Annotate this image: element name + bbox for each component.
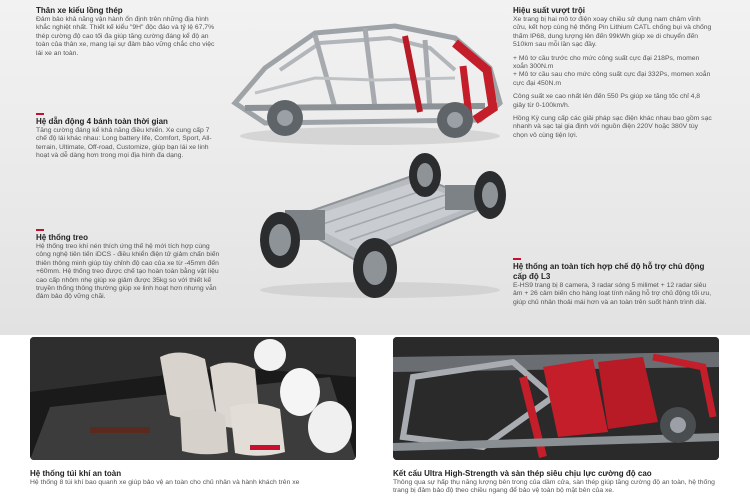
section-title: Hệ thống an toàn tích hợp chế độ hỗ trợ … [513, 262, 705, 281]
section-text: Tăng cường đáng kể khả năng điều khiển. … [36, 127, 212, 160]
body-frame-section: Thân xe kiểu lồng thép Đảm bảo khả năng … [36, 6, 222, 58]
section-text: Xe trang bị hai mô tơ điện xoay chiều sử… [513, 16, 712, 49]
accent-bar [36, 113, 44, 115]
section-title: Thân xe kiểu lồng thép [36, 6, 123, 15]
adas-section: Hệ thống an toàn tích hợp chế độ hỗ trợ … [513, 258, 713, 307]
structure-image [393, 337, 719, 460]
section-title: Hệ dẫn động 4 bánh toàn thời gian [36, 117, 168, 126]
structure-section: Kết cấu Ultra High-Strength và sàn thép … [393, 469, 723, 496]
section-title: Kết cấu Ultra High-Strength và sàn thép … [393, 469, 652, 478]
section-text: Hệ thống 8 túi khí bao quanh xe giúp bảo… [30, 479, 300, 486]
awd-section: Hệ dẫn động 4 bánh toàn thời gian Tăng c… [36, 113, 222, 161]
section-text: + Mô tơ cầu trước cho mức công suất cực … [513, 54, 700, 71]
accent-bar [36, 229, 44, 231]
section-text: E-HS9 trang bị 8 camera, 3 radar sóng 5 … [513, 282, 712, 306]
section-text: Thông qua sự hấp thụ năng lượng bên tron… [393, 479, 715, 495]
body-frame-illustration [225, 8, 510, 148]
suspension-section: Hệ thống treo Hệ thống treo khí nén thíc… [36, 229, 224, 302]
airbags-section: Hệ thống túi khí an toàn Hệ thống 8 túi … [30, 469, 360, 487]
section-title: Hệ thống túi khí an toàn [30, 469, 122, 478]
section-text: Đảm bảo khả năng vận hành ổn định trên n… [36, 16, 215, 57]
airbag-interior-image [30, 337, 356, 460]
section-text: + Mô tơ cầu sau cho mức công suất cực đạ… [513, 71, 711, 87]
section-text: Công suất xe cao nhất lên đến 550 Ps giú… [513, 93, 701, 109]
chassis-illustration [245, 150, 510, 300]
section-text: Hệ thống treo khí nén thích ứng thế hệ m… [36, 243, 220, 301]
section-title: Hiệu suất vượt trội [513, 6, 585, 15]
section-title: Hệ thống treo [36, 233, 88, 242]
section-text: Hồng Kỳ cung cấp các giải pháp sạc điện … [513, 115, 712, 139]
accent-bar [513, 258, 521, 260]
performance-section: Hiệu suất vượt trội Xe trang bị hai mô t… [513, 6, 713, 140]
